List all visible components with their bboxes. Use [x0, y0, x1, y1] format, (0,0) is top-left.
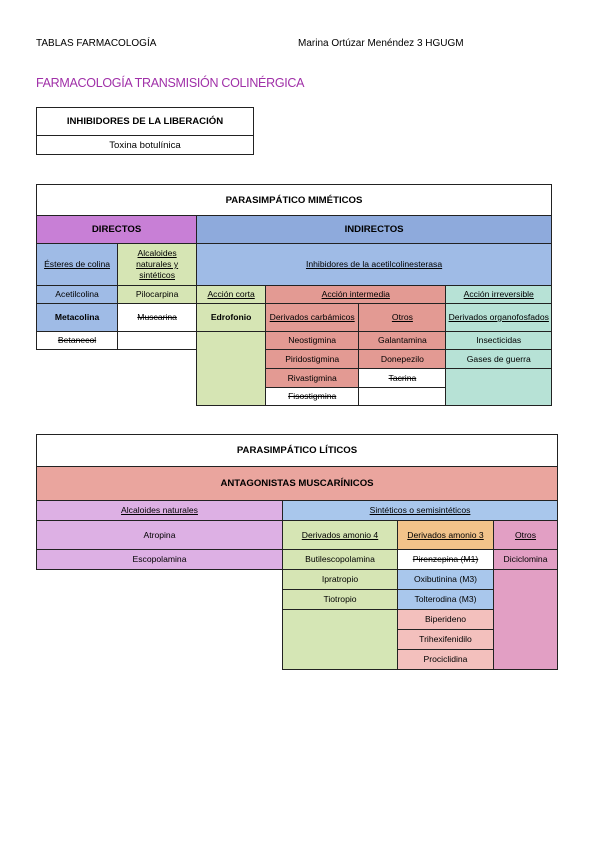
ipratropio-cell: Ipratropio	[282, 569, 398, 590]
amonio3-cell: Derivados amonio 3	[397, 520, 494, 550]
tacrina-cell: Tacrina	[358, 368, 447, 388]
oxibutinina-cell: Oxibutinina (M3)	[397, 569, 494, 590]
blank-area	[37, 388, 197, 406]
insecticidas-cell: Insecticidas	[445, 331, 552, 350]
liberacion-item: Toxina botulínica	[36, 135, 254, 155]
sinteticos-cell: Sintéticos o semisintéticos	[281, 500, 559, 521]
betanecol-cell: Betanecol	[35, 331, 119, 350]
piridostigmina-cell: Piridostigmina	[265, 349, 360, 369]
carbamicos-cell: Derivados carbámicos	[265, 303, 360, 332]
trihexifenidilo-cell: Trihexifenidilo	[397, 629, 494, 650]
acetilcolina-cell: Acetilcolina	[35, 285, 119, 304]
directos-heading: DIRECTOS	[35, 215, 198, 244]
fisostigmina-cell: Fisostigmina	[265, 387, 360, 406]
donepezilo-cell: Donepezilo	[358, 349, 447, 369]
liberacion-table: INHIBIDORES DE LA LIBERACIÓN Toxina botu…	[36, 107, 254, 155]
accion-corta-cell: Acción corta	[196, 285, 267, 304]
neostigmina-cell: Neostigmina	[265, 331, 360, 350]
amonio4-cell: Derivados amonio 4	[282, 520, 398, 550]
tiotropio-cell: Tiotropio	[282, 589, 398, 610]
accion-irreversible-cell: Acción irreversible	[445, 285, 552, 304]
empty-cell	[445, 368, 552, 406]
metacolina-cell: Metacolina	[35, 303, 119, 332]
empty-cell	[492, 569, 559, 670]
antagonistas-heading: ANTAGONISTAS MUSCARÍNICOS	[35, 466, 559, 501]
blank-area	[37, 630, 283, 650]
blank-area	[37, 570, 283, 590]
alcaloides-naturales-cell: Alcaloides naturales	[36, 500, 283, 521]
header-right: Marina Ortúzar Menéndez 3 HGUGM	[298, 38, 464, 49]
pirenzepina-cell: Pirenzepina (M1)	[397, 549, 494, 570]
mimeticos-table: PARASIMPÁTICO MIMÉTICOS DIRECTOS INDIREC…	[35, 184, 552, 406]
empty-cell	[282, 609, 398, 670]
blank-area	[37, 590, 283, 610]
alcaloides-cell: Alcaloides naturales y sintéticos	[117, 243, 198, 286]
empty-cell	[196, 331, 267, 406]
blank-area	[37, 610, 283, 630]
accion-intermedia-cell: Acción intermedia	[265, 285, 447, 304]
blank-area	[37, 350, 197, 369]
atropina-cell: Atropina	[36, 520, 283, 550]
inhibidores-cell: Inhibidores de la acetilcolinesterasa	[196, 243, 552, 286]
mimeticos-heading: PARASIMPÁTICO MIMÉTICOS	[36, 184, 552, 216]
biperideno-cell: Biperideno	[397, 609, 494, 630]
muscarina-cell: Muscarina	[117, 303, 198, 332]
escopolamina-cell: Escopolamina	[36, 549, 283, 570]
edrofonio-cell: Edrofonio	[196, 303, 267, 332]
indirectos-heading: INDIRECTOS	[196, 215, 552, 244]
esteres-cell: Ésteres de colina	[35, 243, 119, 286]
gases-cell: Gases de guerra	[445, 349, 552, 369]
empty-cell	[117, 331, 198, 350]
otros-cell: Otros	[358, 303, 447, 332]
blank-area	[37, 650, 283, 670]
liberacion-heading: INHIBIDORES DE LA LIBERACIÓN	[36, 107, 254, 136]
header-left: TABLAS FARMACOLOGÍA	[36, 38, 157, 49]
empty-cell	[358, 387, 447, 406]
butilescopolamina-cell: Butilescopolamina	[282, 549, 398, 570]
pilocarpina-cell: Pilocarpina	[117, 285, 198, 304]
diciclomina-cell: Diciclomina	[492, 549, 559, 570]
organofosfados-cell: Derivados organofosfados	[445, 303, 552, 332]
liticos-heading: PARASIMPÁTICO LÍTICOS	[35, 434, 559, 467]
liticos-table: PARASIMPÁTICO LÍTICOS ANTAGONISTAS MUSCA…	[35, 434, 559, 670]
blank-area	[37, 369, 197, 388]
galantamina-cell: Galantamina	[358, 331, 447, 350]
rivastigmina-cell: Rivastigmina	[265, 368, 360, 388]
page-title: FARMACOLOGÍA TRANSMISIÓN COLINÉRGICA	[36, 76, 305, 90]
prociclidina-cell: Prociclidina	[397, 649, 494, 670]
otros-litico-cell: Otros	[492, 520, 559, 550]
tolterodina-cell: Tolterodina (M3)	[397, 589, 494, 610]
